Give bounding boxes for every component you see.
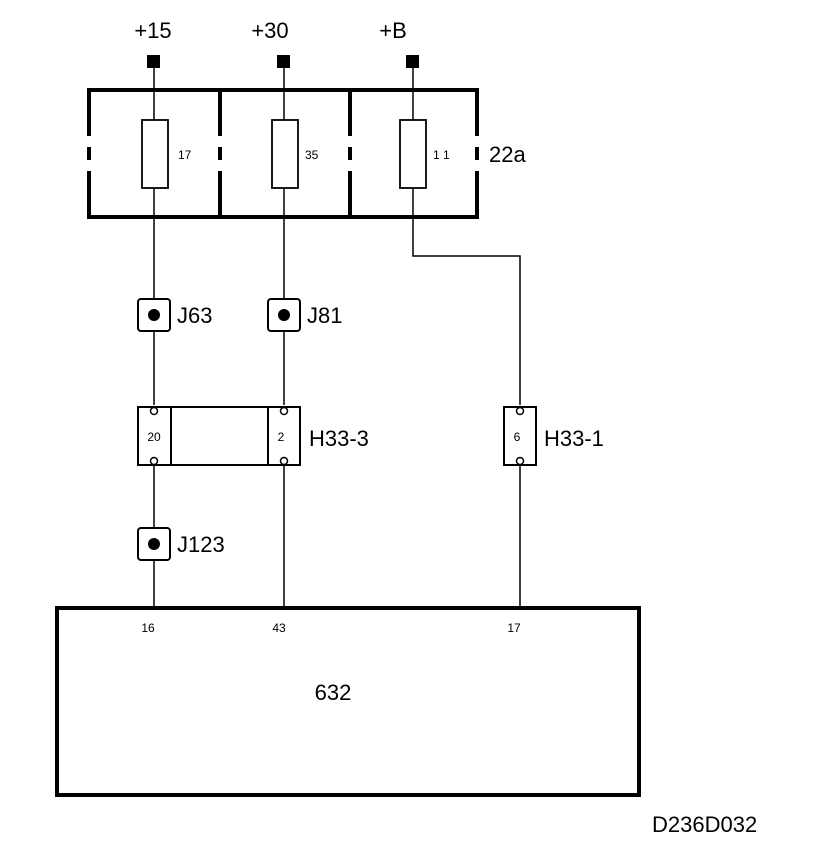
connector-h33-1-pin-6: 6 [514,430,521,444]
drawing-code: D236D032 [652,812,757,837]
fuse-box-label: 22a [489,142,526,167]
supply-label-b: +B [379,18,407,43]
supply-terminal-15 [147,55,160,68]
fuse-17 [141,119,169,189]
fuse-17-label: 17 [178,148,192,162]
fuse-box [87,88,479,219]
connector-h33-3-pin-20: 20 [147,430,161,444]
supply-label-30: +30 [251,18,288,43]
fuse-11 [399,119,427,189]
connector-h33-3 [137,406,301,466]
control-unit [55,606,641,797]
supply-label-15: +15 [134,18,171,43]
connector-h33-3-pin-2: 2 [278,430,285,444]
unit-pin-43: 43 [272,621,286,635]
supply-terminal-30 [277,55,290,68]
connector-h33-1-label: H33-1 [544,426,604,451]
connector-h33-1 [503,406,537,466]
unit-pin-16: 16 [141,621,155,635]
supply-terminal-b [406,55,419,68]
splice-j123 [137,527,171,561]
connector-h33-3-label: H33-3 [309,426,369,451]
unit-pin-17: 17 [507,621,521,635]
fuse-11-label: 1 1 [433,148,450,162]
splice-j81-label: J81 [307,303,342,328]
splice-j63-label: J63 [177,303,212,328]
fuse-35 [271,119,299,189]
splice-j81 [267,298,301,332]
control-unit-label: 632 [315,680,352,705]
fuse-35-label: 35 [305,148,319,162]
splice-j123-label: J123 [177,532,225,557]
wire-b [412,68,521,607]
splice-j63 [137,298,171,332]
